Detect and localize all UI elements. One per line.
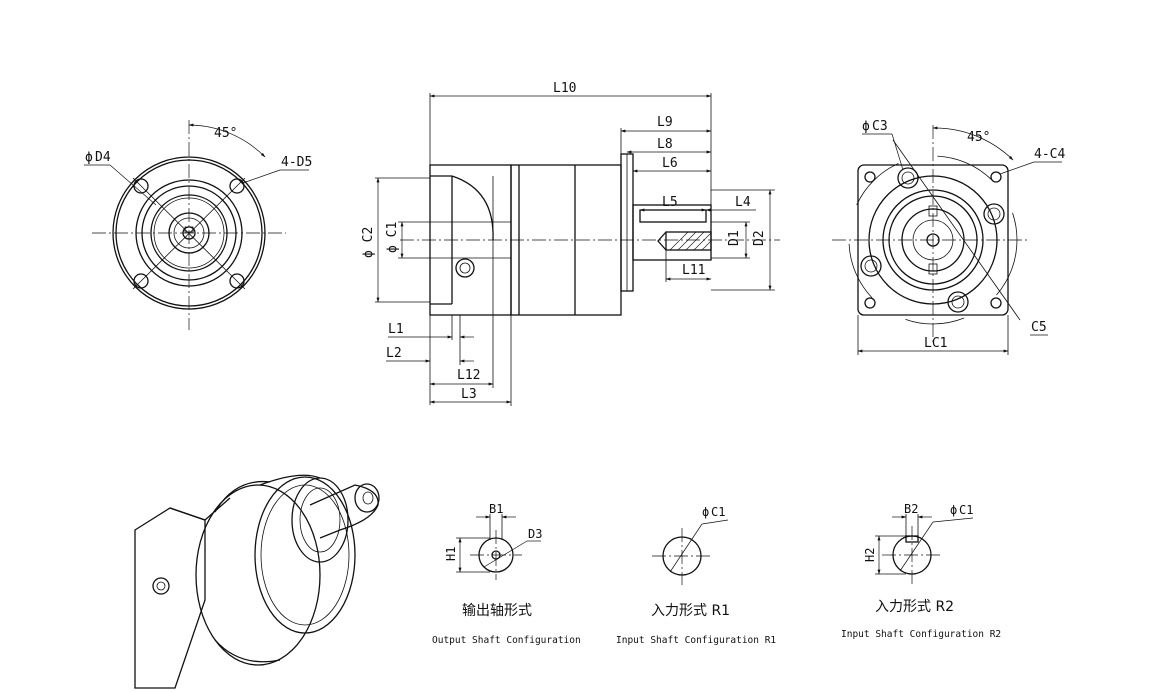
input-r2-config: B2 H2 ϕ C1 入力形式 R2 Input Shaft Configura… [841,502,1001,640]
h2-label: H2 [863,548,877,562]
phi-c1-symbol: ϕ [385,245,400,253]
r2-caption-en: Input Shaft Configuration R2 [841,629,1001,640]
l11-label: L11 [682,263,705,278]
input-r1-config: ϕ C1 入力形式 R1 Input Shaft Configuration R… [616,505,776,646]
l1-label: L1 [388,322,404,337]
r1-c1-label: C1 [711,505,725,519]
d3-label: D3 [528,527,542,541]
phi-d4-symbol: ϕ [85,150,93,165]
l5-label: L5 [662,195,678,210]
angle-45-right-label: 45° [967,130,990,145]
l9-label: L9 [657,115,673,130]
d1-label: D1 [727,230,742,246]
l12-label: L12 [457,368,480,383]
b1-label: B1 [489,502,503,516]
phi-c2-symbol: ϕ [361,250,376,258]
d4-label: D4 [95,150,111,165]
r2-c1-label: C1 [959,503,973,517]
c1-label: C1 [385,222,400,238]
isometric-gearbox-drawing [134,474,380,689]
output-caption-en: Output Shaft Configuration [432,635,581,646]
phi-c2-label: ϕ C2 [361,227,376,258]
l4-label: L4 [735,195,751,210]
d5-label: 4-D5 [281,155,312,170]
angle-45-label: 45° [214,126,237,141]
output-caption-cn: 输出轴形式 [462,603,532,619]
phi-r1-c1-symbol: ϕ [702,505,709,519]
output-shaft-config: B1 H1 D3 输出轴形式 Output Shaft Configuratio… [432,502,581,646]
left-front-view: 45° ϕ D4 4-D5 [84,120,312,330]
phi-r2-c1-symbol: ϕ [950,503,957,517]
l8-label: L8 [657,137,673,152]
h1-label: H1 [444,547,458,561]
l2-label: L2 [386,346,402,361]
c2-label: C2 [361,227,376,243]
c5-label: C5 [1031,320,1047,335]
b2-label: B2 [904,502,918,516]
phi-c3-symbol: ϕ [862,119,870,134]
phi-c1-label: ϕ C1 [385,222,400,253]
c4-label: 4-C4 [1034,147,1065,162]
right-rear-view: 45° ϕ C3 4-C4 C5 LC1 [832,119,1065,355]
l3-label: L3 [461,387,477,402]
lc1-label: LC1 [924,336,947,351]
r2-caption-cn: 入力形式 R2 [875,599,954,615]
center-side-view: L10 L9 L8 L6 L5 L4 L11 D1 D2 ϕ C2 [361,81,780,406]
l6-label: L6 [662,156,678,171]
r1-caption-cn: 入力形式 R1 [651,603,730,619]
d2-label: D2 [752,230,767,246]
c3-label: C3 [872,119,888,134]
l10-label: L10 [553,81,576,96]
r1-caption-en: Input Shaft Configuration R1 [616,635,776,646]
